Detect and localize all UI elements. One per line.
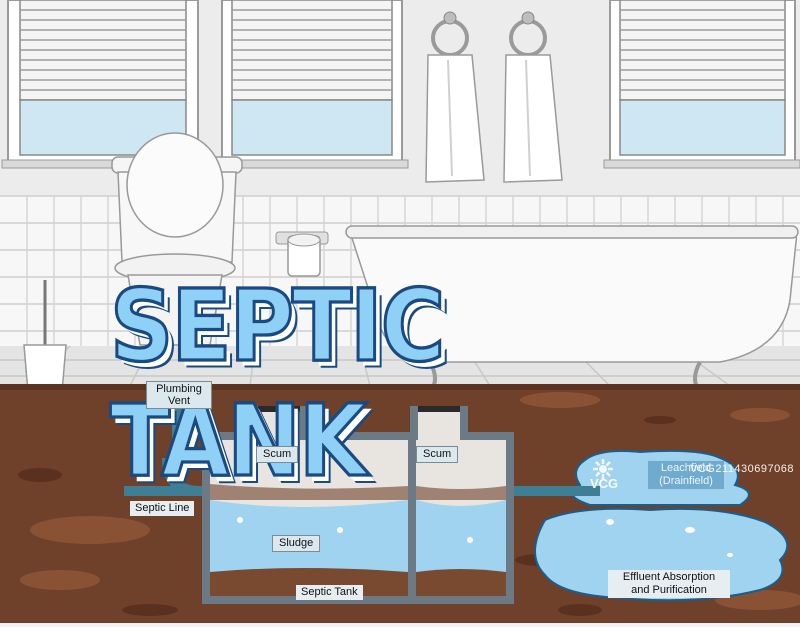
label-septic-tank: Septic Tank	[296, 585, 363, 600]
diagram-title: SEPTIC TANK	[109, 266, 710, 500]
towel-left	[425, 11, 485, 183]
toilet-paper	[275, 231, 329, 277]
label-effluent-text: Effluent Absorption and Purification	[622, 571, 716, 596]
label-leachfield: Leachfield (Drainfield)	[648, 461, 724, 489]
window-left	[1, 0, 205, 169]
watermark-text: VCG211430697068	[690, 463, 794, 475]
window-middle	[215, 0, 409, 169]
label-sludge: Sludge	[272, 535, 321, 552]
label-septic-tank-text: Septic Tank	[301, 586, 358, 598]
watermark: VCG VCG211430697068	[590, 458, 794, 491]
label-scum-left: Scum	[256, 446, 299, 463]
label-septic-line-text: Septic Line	[135, 502, 190, 514]
label-scum-right-text: Scum	[423, 448, 452, 460]
watermark-logo: VCG	[590, 476, 619, 491]
label-plumbing-vent: Plumbing Vent	[146, 381, 212, 409]
septic-tank-body	[202, 406, 514, 604]
towel-right	[503, 11, 563, 183]
label-septic-line: Septic Line	[130, 501, 195, 516]
label-effluent: Effluent Absorption and Purification	[608, 570, 730, 598]
label-leachfield-text: Leachfield (Drainfield)	[659, 462, 713, 487]
label-scum-left-text: Scum	[263, 448, 292, 460]
label-plumbing-vent-text: Plumbing Vent	[156, 383, 202, 407]
watermark-logo-icon	[593, 459, 613, 479]
toilet	[111, 132, 243, 346]
label-sludge-text: Sludge	[279, 537, 314, 549]
bathtub	[345, 225, 799, 394]
label-scum-right: Scum	[416, 446, 459, 463]
window-right	[603, 0, 800, 169]
